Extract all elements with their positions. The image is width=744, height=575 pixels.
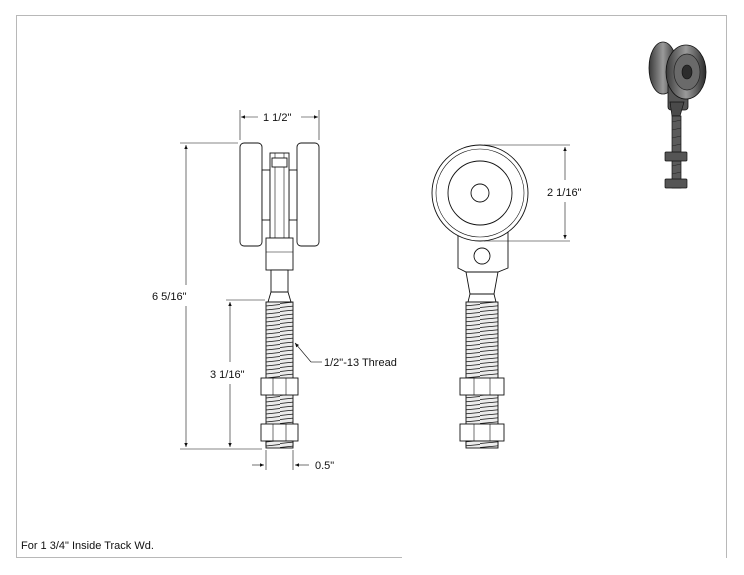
thread-callout: 1/2"-13 Thread (324, 357, 397, 369)
border-top (16, 15, 726, 16)
side-right-wheel (296, 142, 320, 247)
border-bottom (16, 557, 402, 558)
dim-width-label: 1 1/2" (263, 112, 291, 124)
dim-height-label: 6 5/16" (152, 291, 187, 303)
border-left (16, 15, 17, 558)
side-right-hub (288, 169, 298, 221)
thumb-nut-lower (664, 178, 688, 189)
side-left-hub (261, 169, 271, 221)
side-nut-lower (260, 423, 299, 442)
side-threaded-stem (265, 301, 294, 447)
side-bracket (265, 237, 294, 271)
front-pivot-hole (473, 247, 491, 265)
border-right (726, 15, 727, 558)
dim-stem-label: 3 1/16" (210, 369, 245, 381)
product-thumbnail (648, 41, 707, 189)
dim-bolt-label: 0.5" (315, 460, 334, 472)
side-dimensions: 1 1/2" 6 5/16" 3 1/16" 1/2"-13 Thread 0.… (152, 110, 397, 472)
footer-note: For 1 3/4" Inside Track Wd. (21, 540, 154, 552)
front-nut-lower (459, 423, 505, 442)
front-view (431, 144, 529, 449)
side-view (239, 142, 320, 449)
front-threaded-stem (465, 301, 499, 447)
side-left-wheel (239, 142, 263, 247)
front-dimensions: 2 1/16" (484, 144, 582, 242)
dim-diameter-label: 2 1/16" (547, 187, 582, 199)
thumb-nut-upper (664, 151, 688, 162)
side-nut-upper (260, 377, 299, 396)
front-nut-upper (459, 377, 505, 396)
front-axle (470, 183, 490, 203)
